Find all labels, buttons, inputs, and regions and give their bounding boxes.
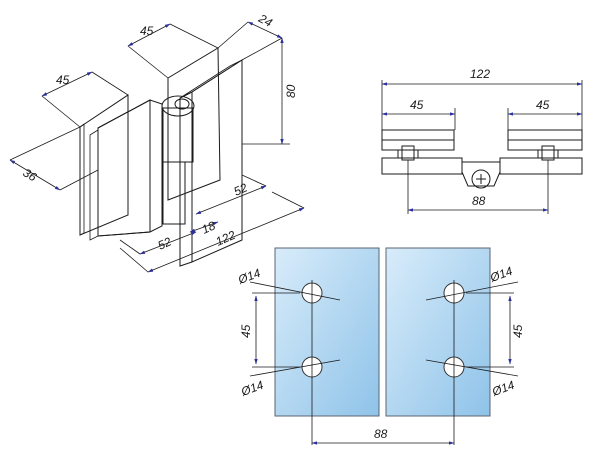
- left-glass-edge: [79, 123, 85, 236]
- glass-dim-vert-left: 45: [239, 324, 253, 338]
- iso-dim-knuckle: 18: [200, 218, 218, 236]
- top-left-plate: [381, 129, 455, 141]
- iso-dim-top-depth: 24: [255, 11, 275, 30]
- hinge-pin-hole: [174, 98, 190, 110]
- top-right-glass: [507, 139, 583, 151]
- glass-hole-view: Ø14 Ø14 Ø14 Ø14 45 45 88: [235, 247, 525, 445]
- top-right-plate: [507, 129, 583, 141]
- left-glass-panel: [274, 247, 380, 417]
- top-right-pin-base: [537, 149, 559, 159]
- iso-dim-height: 80: [284, 84, 298, 98]
- top-dim-left-plate: 45: [410, 98, 424, 112]
- glass-dim-horiz: 88: [374, 427, 388, 441]
- top-left-base: [381, 157, 463, 175]
- hinge-barrel-lower: [162, 161, 186, 225]
- hinge-barrel-top: [161, 95, 195, 117]
- isometric-view: 45 24 80 45 36 52 18 52 1: [9, 11, 305, 273]
- iso-dim-left-depth: 36: [21, 165, 40, 184]
- top-left-glass: [381, 139, 455, 151]
- iso-dim-left-width: 45: [56, 73, 70, 87]
- right-clamp-plate: [191, 59, 243, 263]
- top-right-base: [499, 157, 583, 175]
- glass-dim-vert-right: 45: [511, 324, 525, 338]
- top-view: 122 45 45 88: [381, 67, 583, 214]
- top-dim-right-plate: 45: [536, 98, 550, 112]
- top-left-pin-base: [397, 149, 419, 159]
- top-dim-total: 122: [470, 67, 490, 81]
- right-clamp-side: [179, 91, 193, 267]
- left-clamp-inner: [89, 129, 99, 241]
- right-glass-pane: [167, 47, 221, 201]
- left-clamp-front: [97, 99, 151, 237]
- right-glass-panel: [385, 247, 491, 417]
- top-dim-hole-spacing: 88: [472, 194, 486, 208]
- screw-icon: [471, 169, 491, 189]
- iso-dim-top-width: 45: [140, 24, 154, 38]
- left-clamp-plate: [97, 99, 163, 237]
- iso-dim-right-base: 52: [232, 180, 250, 198]
- hole-label-top-right: Ø14: [487, 264, 514, 285]
- hole-label-bottom-left: Ø14: [238, 378, 265, 399]
- iso-dim-left-base: 52: [156, 234, 174, 252]
- hole-label-bottom-right: Ø14: [489, 378, 516, 399]
- top-knuckle: [461, 161, 501, 187]
